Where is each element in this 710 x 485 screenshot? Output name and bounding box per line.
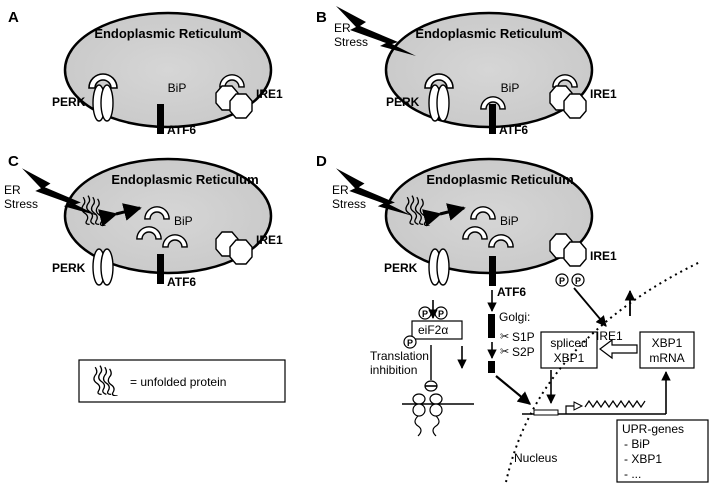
ire1-label-d: IRE1	[590, 249, 617, 263]
atf6-icon-b	[489, 104, 496, 134]
xbp1-mrna-box	[639, 331, 695, 369]
ribosome-icon	[412, 393, 443, 437]
legend: = unfolded protein	[78, 359, 286, 403]
stress-line2-c: Stress	[4, 197, 38, 211]
panel-a: A Endoplasmic Reticulum PERK BiP ATF6 IR…	[8, 9, 283, 137]
phospho-ire1-1	[555, 273, 569, 287]
s1p-label: S1P	[512, 330, 535, 344]
perk-label-c: PERK	[52, 261, 86, 275]
binding-arrow-d	[422, 203, 466, 227]
perk-icon-a	[92, 84, 114, 122]
bip-label-d: BiP	[500, 214, 519, 228]
phospho-ire1-1-label: P	[559, 276, 565, 286]
atf6-label-d: ATF6	[497, 285, 526, 299]
phospho-eif2a-label: P	[407, 338, 413, 348]
bip-label-c: BiP	[174, 214, 193, 228]
stress-line2-b: Stress	[334, 35, 368, 49]
phospho-eif2a	[403, 335, 417, 349]
perk-label-b: PERK	[386, 95, 420, 109]
ire1-nuclear-label: IRE1	[596, 329, 623, 343]
xbp1-mrna-line1: XBP1	[652, 336, 683, 350]
nucleus-label: Nucleus	[514, 451, 557, 465]
er-title-d: Endoplasmic Reticulum	[426, 172, 573, 187]
bip-label-b: BiP	[501, 81, 520, 95]
atf6-icon-c	[157, 254, 164, 284]
panel-letter-a: A	[8, 9, 19, 26]
ire1-label-b: IRE1	[590, 87, 617, 101]
xbp1-mrna-line2: mRNA	[649, 351, 684, 365]
panel-b: B ER Stress Endoplasmic Reticulum PERK B…	[316, 6, 617, 137]
stress-line1-c: ER	[4, 183, 21, 197]
legend-box	[78, 359, 286, 403]
spliced-line1: spliced	[550, 336, 587, 350]
panel-c: C ER Stress Endoplasmic Reticulum BiP PE…	[4, 153, 283, 289]
stress-line1-d: ER	[332, 183, 349, 197]
eif2a-label: eiF2α	[418, 323, 448, 337]
er-title-b: Endoplasmic Reticulum	[415, 26, 562, 41]
transcription-start-icon	[565, 405, 576, 414]
ire1-to-nucleus-arrow	[573, 287, 607, 327]
perk-icon-c	[92, 248, 114, 286]
splicing-hollow-arrow	[599, 338, 638, 360]
promoter-element	[533, 409, 559, 416]
legend-text: = unfolded protein	[130, 375, 226, 389]
translation-line2: inhibition	[370, 363, 417, 377]
atf6-to-nucleus-arrow	[495, 375, 532, 405]
ire1-label-a: IRE1	[256, 87, 283, 101]
upr-gene-item-1: - BiP	[624, 437, 650, 451]
translation-line1: Translation	[370, 349, 429, 363]
scissors-s1p-icon: ✂	[500, 331, 509, 343]
panel-d: D ER Stress Endoplasmic Reticulum BiP PE…	[316, 153, 709, 483]
transcription-start-arrowhead	[573, 401, 584, 411]
ire1-label-c: IRE1	[256, 233, 283, 247]
perk-icon-d	[428, 248, 450, 286]
atf6-icon-d	[489, 256, 496, 286]
er-title-c: Endoplasmic Reticulum	[111, 172, 258, 187]
atf6-label-a: ATF6	[167, 123, 196, 137]
stress-line2-d: Stress	[332, 197, 366, 211]
atf6-golgi-fragment	[488, 314, 495, 338]
upr-gene-item-3: - ...	[624, 467, 641, 481]
phospho-ire1-2-label: P	[575, 276, 581, 286]
stress-line1-b: ER	[334, 21, 351, 35]
atf6-cleaved-fragment	[488, 361, 495, 373]
eif2a-box	[411, 320, 463, 340]
phospho-perk-1-label: P	[422, 309, 428, 319]
nuclear-envelope	[505, 261, 701, 483]
atf6-icon-a	[157, 104, 164, 134]
panel-letter-b: B	[316, 9, 327, 26]
upr-genes-title: UPR-genes	[622, 422, 684, 436]
er-title-a: Endoplasmic Reticulum	[94, 26, 241, 41]
bip-label-a: BiP	[168, 81, 187, 95]
atf6-label-c: ATF6	[167, 275, 196, 289]
upr-gene-item-2: - XBP1	[624, 452, 662, 466]
perk-label-a: PERK	[52, 95, 86, 109]
phospho-perk-2-label: P	[438, 309, 444, 319]
panel-letter-d: D	[316, 153, 327, 170]
golgi-label: Golgi:	[499, 310, 530, 324]
scissors-s2p-icon: ✂	[500, 346, 509, 358]
s2p-label: S2P	[512, 345, 535, 359]
binding-arrow-c	[98, 203, 142, 227]
spliced-line2: XBP1	[554, 351, 585, 365]
phospho-ire1-2	[571, 273, 585, 287]
atf6-label-b: ATF6	[499, 123, 528, 137]
panel-letter-c: C	[8, 153, 19, 170]
upr-genes-box	[616, 419, 709, 483]
mrna-transcript-icon	[584, 399, 646, 409]
perk-icon-b	[428, 84, 450, 122]
perk-label-d: PERK	[384, 261, 418, 275]
